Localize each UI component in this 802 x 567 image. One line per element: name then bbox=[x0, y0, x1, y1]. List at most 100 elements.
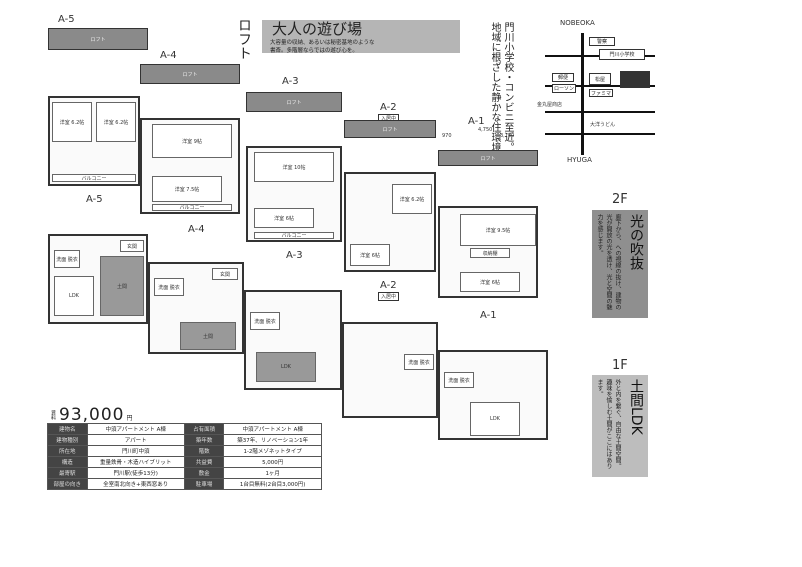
spec-value: 1ヶ月 bbox=[223, 467, 322, 479]
rent-amount: 93,000 bbox=[59, 405, 125, 425]
plan-2f-a1: 洋室 9.5帖 収納棚 洋室 6帖 bbox=[438, 206, 538, 298]
map-lawson: ローソン bbox=[552, 84, 576, 93]
unit-a2-top: A-2 bbox=[380, 102, 397, 113]
floor2-panel: 光の吹抜 廊下から、への視線の抜け、建物の光が開放の光を透け、光と空間の魅力を感… bbox=[592, 210, 648, 318]
room-label: LDK bbox=[54, 276, 94, 316]
room-label: 洗面 脱衣 bbox=[404, 354, 434, 370]
plan-1f-a5: 玄関 洗面 脱衣 土間 LDK bbox=[48, 234, 148, 324]
unit-a3-top: A-3 bbox=[282, 76, 299, 87]
title-desc-1: 大容量の収納、あるいは秘密基地のような bbox=[270, 40, 375, 46]
plan-1f-a2: 洗面 脱衣 bbox=[342, 322, 438, 418]
spec-value: 1-2階メゾネットタイプ bbox=[223, 445, 322, 457]
title-heading: 大人の遊び場 bbox=[272, 20, 363, 38]
room-label: 洋室 9帖 bbox=[152, 124, 232, 158]
spec-value: 門川町中須 bbox=[86, 445, 185, 457]
unit-a4-top: A-4 bbox=[160, 50, 177, 61]
spec-value: 中須アパートメント A棟 bbox=[86, 423, 185, 435]
loft-heading: ロフト bbox=[236, 18, 252, 60]
occupied-2: 入居中 bbox=[378, 292, 400, 301]
room-label: バルコニー bbox=[152, 204, 232, 211]
dim-2: 970 bbox=[442, 133, 452, 139]
room-label: 洗面 脱衣 bbox=[250, 312, 280, 330]
rent-label: 賃料 bbox=[50, 410, 56, 420]
location-map: NOBEOKA HYUGA 警察 門川小学校 郵便 ローソン 松屋 ファミマ 金… bbox=[537, 15, 675, 170]
room-label: LDK bbox=[470, 402, 520, 436]
map-shop: 金丸屋商店 bbox=[537, 102, 563, 108]
map-road bbox=[545, 85, 655, 87]
spec-table: 建物名中須アパートメント A棟占有面積中須アパートメント A棟建物種別アパート築… bbox=[47, 423, 322, 490]
spec-key: 建物種別 bbox=[47, 434, 88, 446]
spec-key: 築年数 bbox=[183, 434, 225, 446]
room-label: 洋室 6帖 bbox=[350, 244, 390, 266]
room-label: 洋室 10帖 bbox=[254, 152, 334, 182]
title-box: 大人の遊び場 大容量の収納、あるいは秘密基地のような 書斎。多階層ならではの遊び… bbox=[262, 20, 460, 54]
map-school: 門川小学校 bbox=[599, 49, 645, 60]
property-marker bbox=[620, 71, 650, 88]
spec-key: 敷金 bbox=[183, 467, 225, 479]
spec-row: 建物名中須アパートメント A棟占有面積中須アパートメント A棟 bbox=[47, 423, 322, 435]
room-label: 洋室 6帖 bbox=[460, 272, 520, 292]
room-label: バルコニー bbox=[254, 232, 334, 239]
room-label: 洋室 7.5帖 bbox=[152, 176, 222, 202]
map-road bbox=[545, 111, 655, 113]
plan-1f-a3: 洗面 脱衣 LDK bbox=[244, 290, 342, 390]
spec-value: 門川駅(徒歩13分) bbox=[86, 467, 185, 479]
map-south: HYUGA bbox=[567, 156, 592, 164]
map-north: NOBEOKA bbox=[560, 19, 595, 27]
spec-key: 部屋の向き bbox=[47, 478, 88, 490]
loft-a3: ロフト bbox=[246, 92, 342, 112]
spec-value: 5,000円 bbox=[223, 456, 322, 468]
spec-value: 重量鉄骨・木造ハイブリット bbox=[86, 456, 185, 468]
room-label: 収納棚 bbox=[470, 248, 510, 258]
tagline-2: 地域に根ざした静かな住環境。 bbox=[489, 22, 500, 162]
spec-key: 建物名 bbox=[47, 423, 88, 435]
map-udon: 大洋うどん bbox=[590, 122, 616, 128]
loft-a2: ロフト bbox=[344, 120, 436, 138]
plan-1f-a1: 洗面 脱衣 LDK bbox=[438, 350, 548, 440]
spec-value: 中須アパートメント A棟 bbox=[223, 423, 322, 435]
map-matsuya: 松屋 bbox=[589, 73, 611, 85]
plan-1f-a4: 玄関 洗面 脱衣 土間 bbox=[148, 262, 244, 354]
loft-a1: ロフト bbox=[438, 150, 538, 166]
plan-2f-a2: 洋室 6.2帖 洋室 6帖 bbox=[344, 172, 436, 272]
spec-key: 所在地 bbox=[47, 445, 88, 457]
spec-key: 占有面積 bbox=[183, 423, 225, 435]
spec-value: 全室南北向き+東西窓あり bbox=[86, 478, 185, 490]
floor1-panel: 土間LDK 外と内を繋ぐ、自由な土間空間。趣味を愉しむ土間がここにはあります。 bbox=[592, 375, 648, 477]
map-road bbox=[545, 133, 655, 135]
room-label: LDK bbox=[256, 352, 316, 382]
map-road bbox=[581, 33, 584, 155]
room-label: 洋室 6.2帖 bbox=[96, 102, 136, 142]
spec-row: 建物種別アパート築年数築37年、リノベーション1年 bbox=[47, 434, 322, 446]
tagline-1: 門川小学校・コンビニ至近。 bbox=[502, 22, 513, 152]
spec-key: 構造 bbox=[47, 456, 88, 468]
map-post: 郵便 bbox=[552, 73, 574, 82]
loft-a5: ロフト bbox=[48, 28, 148, 50]
room-label: 洋室 9.5帖 bbox=[460, 214, 536, 246]
unit-a1-top: A-1 bbox=[468, 116, 485, 127]
plan-2f-a4: 洋室 9帖 洋室 7.5帖 バルコニー bbox=[140, 118, 240, 214]
loft-a4: ロフト bbox=[140, 64, 240, 84]
unit-a1-mid: A-1 bbox=[480, 310, 497, 321]
room-label: 洋室 6.2帖 bbox=[392, 184, 432, 214]
rent: 賃料 93,000 円 bbox=[50, 405, 133, 425]
rent-unit: 円 bbox=[126, 415, 133, 422]
spec-key: 最寄駅 bbox=[47, 467, 88, 479]
room-label: 土間 bbox=[100, 256, 144, 316]
room-label: 土間 bbox=[180, 322, 236, 350]
dim-3: 3,780 bbox=[500, 133, 515, 139]
unit-a4-mid: A-4 bbox=[188, 224, 205, 235]
spec-key: 駐車場 bbox=[183, 478, 225, 490]
spec-key: 階数 bbox=[183, 445, 225, 457]
spec-value: 築37年、リノベーション1年 bbox=[223, 434, 322, 446]
title-desc-2: 書斎。多階層ならではの遊び心を。 bbox=[270, 48, 358, 54]
spec-value: アパート bbox=[86, 434, 185, 446]
map-famima: ファミマ bbox=[589, 89, 613, 97]
unit-a3-mid: A-3 bbox=[286, 250, 303, 261]
room-label: 洋室 6.2帖 bbox=[52, 102, 92, 142]
spec-value: 1台目無料(2台目3,000円) bbox=[223, 478, 322, 490]
plan-2f-a5: 洋室 6.2帖 洋室 6.2帖 バルコニー bbox=[48, 96, 140, 186]
floor2-label: 2F bbox=[612, 192, 628, 207]
plan-2f-a3: 洋室 10帖 洋室 6帖 バルコニー bbox=[246, 146, 342, 242]
